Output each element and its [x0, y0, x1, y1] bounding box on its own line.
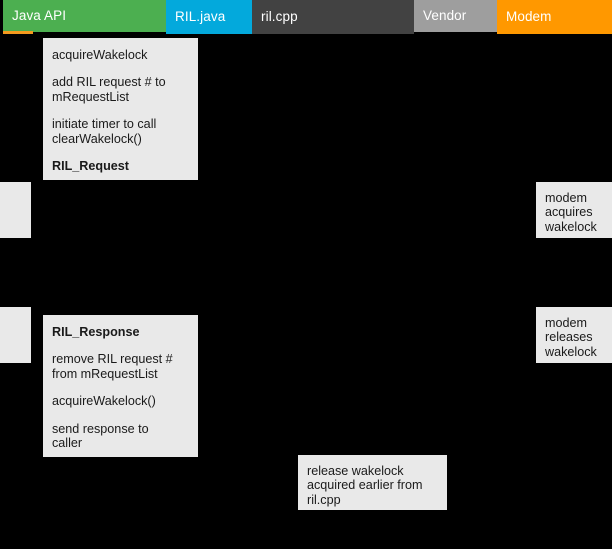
lane-tab-label: ril.cpp	[261, 9, 298, 25]
lane-tab-ril-java[interactable]: RIL.java	[166, 0, 252, 34]
note-line: release wakelock acquired earlier from r…	[307, 464, 423, 507]
note-line: modem acquires wakelock	[545, 191, 597, 234]
lane-tab-label: Modem	[506, 9, 552, 25]
note-ril-response[interactable]: RIL_Response remove RIL request # from m…	[43, 315, 198, 457]
lane-tab-modem[interactable]: Modem	[497, 0, 612, 34]
note-line: acquireWakelock	[52, 48, 148, 62]
note-line: initiate timer to call clearWakelock()	[52, 117, 157, 146]
lane-tab-ril-cpp[interactable]: ril.cpp	[252, 0, 414, 34]
note-release-wakelock-from-ril-cpp[interactable]: release wakelock acquired earlier from r…	[298, 455, 447, 510]
lane-tab-label: Vendor	[423, 8, 467, 24]
note-blank-left-lower[interactable]	[0, 307, 31, 363]
lane-tab-java-api[interactable]: Java API	[3, 0, 166, 34]
lane-tab-label: Java API	[12, 8, 67, 24]
note-line: send response to caller	[52, 421, 149, 451]
note-line: remove RIL request # from mRequestList	[52, 352, 173, 381]
note-ril-request[interactable]: acquireWakelock add RIL request # to mRe…	[43, 38, 198, 180]
lane-accent-bar	[3, 31, 33, 34]
note-line: modem releases wakelock	[545, 316, 597, 359]
note-line: acquireWakelock()	[52, 394, 156, 409]
note-title: RIL_Response	[52, 325, 140, 339]
note-modem-acquires-wakelock[interactable]: modem acquires wakelock	[536, 182, 612, 238]
note-modem-releases-wakelock[interactable]: modem releases wakelock	[536, 307, 612, 363]
lane-tab-vendor[interactable]: Vendor	[414, 0, 497, 32]
swimlane-header: Java API RIL.java ril.cpp Vendor Modem	[0, 0, 612, 36]
note-line: add RIL request # to mRequestList	[52, 75, 166, 104]
note-title: RIL_Request	[52, 159, 129, 174]
note-blank-left-upper[interactable]	[0, 182, 31, 238]
lane-tab-label: RIL.java	[175, 9, 226, 25]
